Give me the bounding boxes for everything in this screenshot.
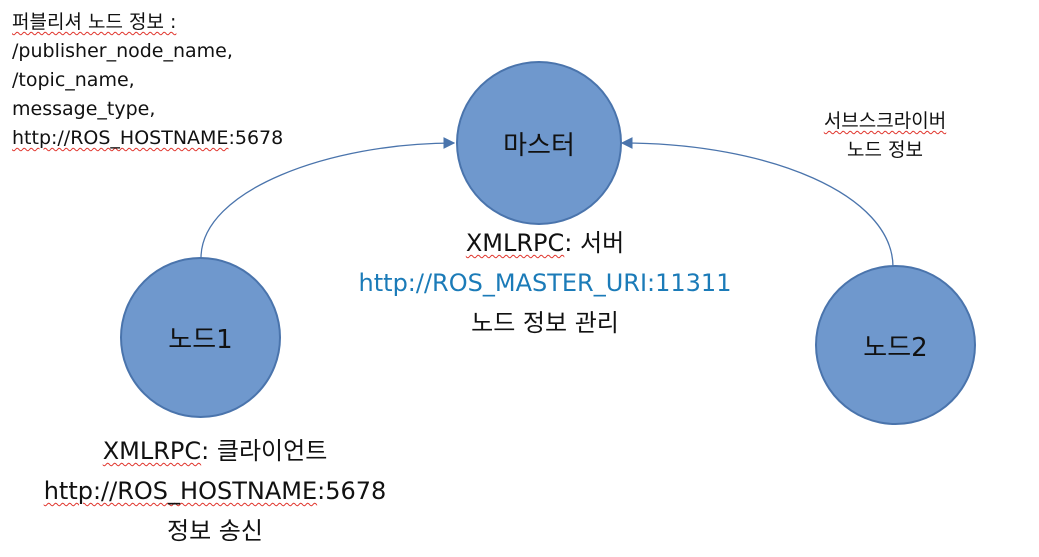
arrow-node2-to-master	[620, 137, 894, 268]
publisher-info-line5: http://ROS_HOSTNAME:5678	[12, 127, 284, 149]
publisher-info-line2: /publisher_node_name,	[12, 40, 233, 62]
master-node: 마스터	[456, 61, 622, 225]
node2-node: 노드2	[815, 265, 976, 425]
master-info-note: XMLRPC: 서버 http://ROS_MASTER_URI:11311 노…	[300, 223, 790, 343]
node1-info-xmlrpc: XMLRPC: 클라이언트	[102, 437, 328, 465]
master-info-xmlrpc: XMLRPC: 서버	[465, 229, 625, 257]
master-info-description: 노드 정보 관리	[471, 309, 619, 337]
node1-node-label: 노드1	[168, 325, 233, 355]
publisher-info-note: 퍼블리셔 노드 정보 : /publisher_node_name, /topi…	[12, 8, 283, 153]
subscriber-info-line1: 서브스크라이버	[823, 110, 947, 132]
master-uri-text: http://ROS_MASTER_URI:11311	[358, 269, 732, 297]
node1-node: 노드1	[120, 257, 281, 418]
node1-info-host: http://ROS_HOSTNAME:5678	[43, 477, 387, 505]
arrow-node1-to-master	[200, 137, 456, 259]
node2-node-label: 노드2	[863, 332, 928, 363]
subscriber-info-note: 서브스크라이버 노드 정보	[805, 107, 965, 165]
subscriber-info-line2: 노드 정보	[847, 139, 923, 161]
publisher-info-line4: message_type,	[12, 98, 156, 120]
node1-info-note: XMLRPC: 클라이언트 http://ROS_HOSTNAME:5678 정…	[0, 431, 430, 551]
node1-info-description: 정보 송신	[167, 517, 263, 545]
publisher-info-line3: /topic_name,	[12, 69, 135, 91]
publisher-info-line1: 퍼블리셔 노드 정보 :	[12, 11, 177, 33]
master-node-label: 마스터	[503, 130, 575, 161]
